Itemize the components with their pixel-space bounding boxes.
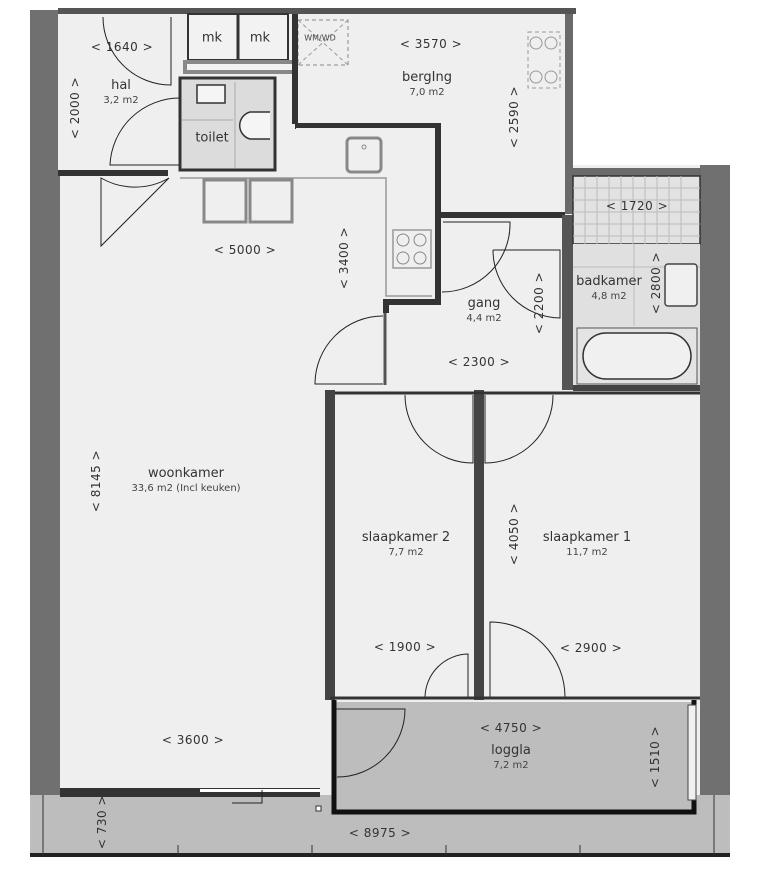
room-gang: gang 4,4 m2	[466, 296, 501, 324]
room-name: slaapkamer 2	[361, 530, 451, 545]
dim-berging-width: < 3570 >	[399, 37, 463, 51]
outer-wall-left	[30, 10, 60, 795]
room-name: toilet	[195, 130, 229, 146]
room-name: slaapkamer 1	[542, 530, 632, 545]
washer-dryer-label: WM/WD	[304, 33, 336, 43]
room-area: 3,2 m2	[103, 95, 139, 106]
dim-balcony-depth: < 730 >	[95, 794, 109, 850]
dim-berging-height: < 2590 >	[507, 85, 521, 149]
room-badkamer: badkamer 4,8 m2	[576, 274, 642, 302]
dim-hal-height: < 2000 >	[68, 76, 82, 140]
dim-total-width: < 8975 >	[348, 826, 412, 840]
room-area: 4,8 m2	[591, 291, 627, 302]
dim-badkamer-height: < 2800 >	[649, 251, 663, 315]
room-name: woonkamer	[147, 466, 225, 481]
room-name: hal	[111, 78, 131, 93]
dim-woonkamer-height: < 8145 >	[89, 449, 103, 513]
dim-slaapkamer2-width: < 1900 >	[373, 640, 437, 654]
room-slaapkamer-1: slaapkamer 1 11,7 m2	[543, 530, 631, 558]
dim-loggia-height: < 1510 >	[648, 725, 662, 789]
outer-wall-right	[700, 165, 730, 795]
dim-kitchen-height: < 3400 >	[337, 226, 351, 290]
dim-badkamer-width: < 1720 >	[605, 199, 669, 213]
dim-gang-width: < 2300 >	[447, 355, 511, 369]
room-loggia: loggla 7,2 m2	[491, 743, 531, 771]
dim-gang-height: < 2200 >	[532, 271, 546, 335]
dim-woonkamer-width: < 3600 >	[161, 733, 225, 747]
meterkast-label-1: mk	[201, 30, 223, 46]
room-slaapkamer-2: slaapkamer 2 7,7 m2	[362, 530, 450, 558]
dim-slaapkamer-height: < 4050 >	[507, 502, 521, 566]
dim-kitchen-width: < 5000 >	[213, 243, 277, 257]
room-area: 33,6 m2 (Incl keuken)	[131, 483, 241, 494]
room-name: loggla	[491, 743, 531, 758]
room-area: 4,4 m2	[466, 313, 502, 324]
dim-loggia-width: < 4750 >	[479, 721, 543, 735]
room-berging: bergIng 7,0 m2	[402, 70, 452, 98]
room-name: badkamer	[576, 274, 642, 289]
loggia-floor	[334, 702, 694, 810]
room-area: 7,2 m2	[493, 760, 529, 771]
room-area: 11,7 m2	[566, 547, 608, 558]
dim-slaapkamer1-width: < 2900 >	[559, 641, 623, 655]
room-name: gang	[467, 296, 501, 311]
shower-tiles	[572, 175, 701, 245]
room-area: 7,0 m2	[409, 87, 445, 98]
room-toilet: toilet	[195, 131, 228, 146]
room-hal: hal 3,2 m2	[103, 78, 138, 106]
room-woonkamer: woonkamer 33,6 m2 (Incl keuken)	[131, 466, 240, 494]
room-area: 7,7 m2	[388, 547, 424, 558]
dim-hal-width: < 1640 >	[90, 40, 154, 54]
meterkast-label-2: mk	[249, 30, 271, 46]
room-name: bergIng	[402, 70, 452, 85]
